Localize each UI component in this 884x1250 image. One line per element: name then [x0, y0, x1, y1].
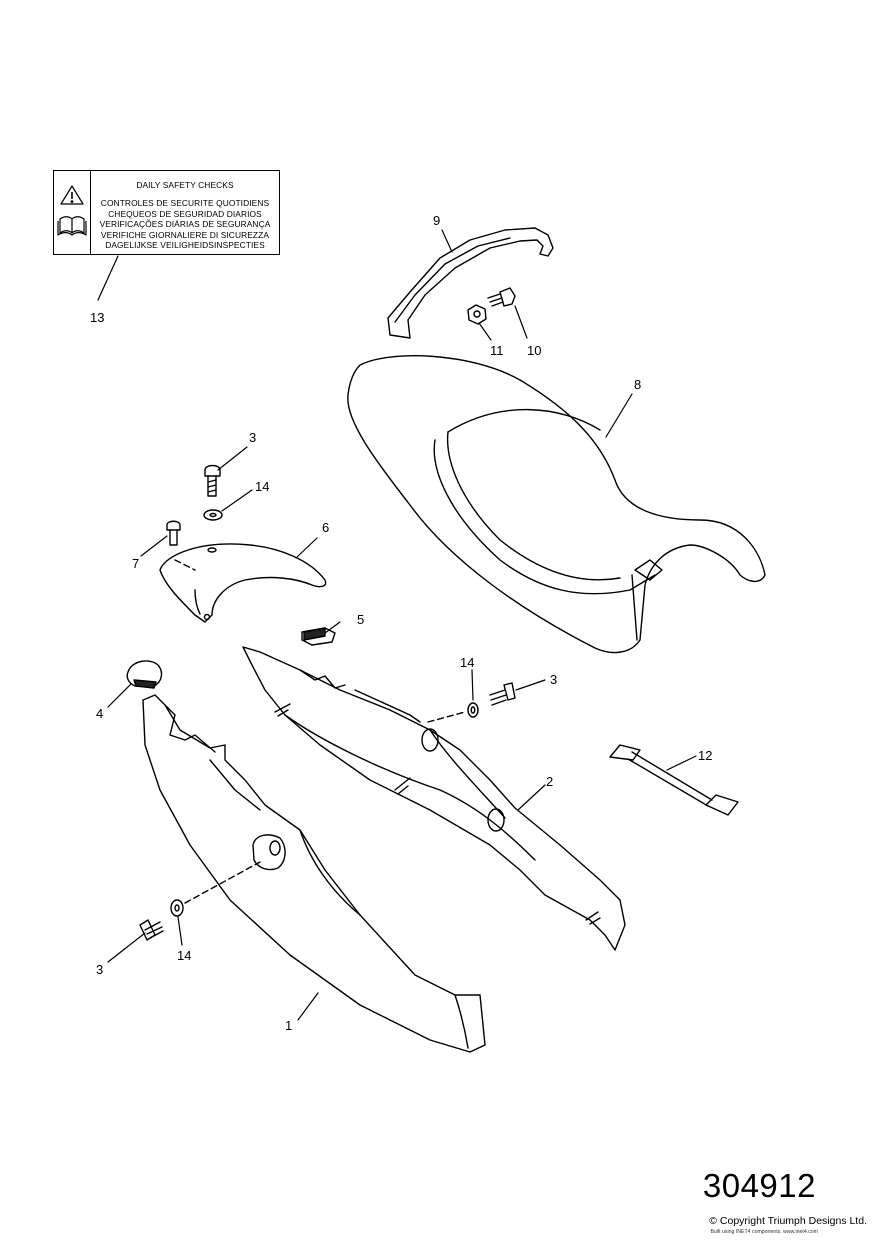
screw-part-7 — [166, 520, 181, 546]
washer-part-14-middle — [467, 702, 479, 718]
safety-label-line: VERIFICHE GIORNALIERE DI SICUREZZA — [100, 229, 270, 240]
bolt-part-10 — [487, 287, 516, 307]
screw-part-3-upper — [204, 464, 221, 497]
strap-part — [609, 744, 739, 816]
safety-label-text: DAILY SAFETY CHECKS CONTROLES DE SECURIT… — [91, 171, 279, 254]
callout-7: 7 — [132, 556, 139, 571]
washer-part-14-lower — [170, 899, 184, 917]
callout-8: 8 — [634, 377, 641, 392]
nut-part-11 — [467, 304, 487, 325]
warning-triangle-icon — [60, 185, 84, 205]
callout-5: 5 — [357, 612, 364, 627]
washer-part-14-upper — [203, 509, 223, 521]
callout-13: 13 — [90, 310, 104, 325]
callout-12: 12 — [698, 748, 712, 763]
callout-2: 2 — [546, 774, 553, 789]
safety-label-heading: DAILY SAFETY CHECKS — [136, 180, 234, 190]
safety-label-line: VERIFICAÇÕES DIÁRIAS DE SEGURANÇA — [99, 219, 271, 230]
assembly-line — [174, 559, 196, 571]
safety-label-icons — [54, 171, 91, 254]
safety-checks-label: DAILY SAFETY CHECKS CONTROLES DE SECURIT… — [53, 170, 280, 255]
callout-11: 11 — [490, 343, 504, 358]
leader-lines — [97, 229, 697, 1021]
left-side-panel-part — [142, 694, 486, 1053]
callout-14-lower: 14 — [177, 948, 191, 963]
copyright-notice: © Copyright Triumph Designs Ltd. — [709, 1215, 867, 1227]
safety-label-line: DAGELIJKSE VEILIGHEIDSINSPECTIES — [105, 240, 265, 251]
screw-part-3-lower — [139, 919, 164, 941]
seat-part — [347, 355, 766, 654]
callout-labels: 13 9 10 11 8 3 14 7 6 5 4 14 3 12 2 3 14… — [90, 213, 712, 1033]
callout-14-upper: 14 — [255, 479, 269, 494]
manual-book-icon — [57, 216, 87, 236]
callout-10: 10 — [527, 343, 541, 358]
screw-part-3-middle — [489, 682, 516, 706]
callout-3-lower: 3 — [96, 962, 103, 977]
callout-3-upper: 3 — [249, 430, 256, 445]
callout-6: 6 — [322, 520, 329, 535]
callout-3-middle: 3 — [550, 672, 557, 687]
built-by-note: Built using INET4 components. www.inet4.… — [710, 1229, 818, 1235]
end-cap-part — [126, 660, 163, 689]
safety-label-line: CONTROLES DE SECURITE QUOTIDIENS — [100, 198, 270, 209]
safety-label-line: CHEQUEOS DE SEGURIDAD DIARIOS — [108, 208, 262, 219]
diagram-number: 304912 — [702, 1167, 816, 1204]
callout-4: 4 — [96, 706, 103, 721]
callout-9: 9 — [433, 213, 440, 228]
assembly-line — [184, 861, 261, 904]
right-side-panel-part — [242, 646, 626, 951]
rubber-pad-part — [301, 627, 336, 646]
callout-1: 1 — [285, 1018, 292, 1033]
callout-14-middle: 14 — [460, 655, 474, 670]
grab-rail-part — [387, 227, 554, 339]
assembly-line — [427, 711, 466, 723]
rear-bracket-part — [159, 543, 327, 623]
